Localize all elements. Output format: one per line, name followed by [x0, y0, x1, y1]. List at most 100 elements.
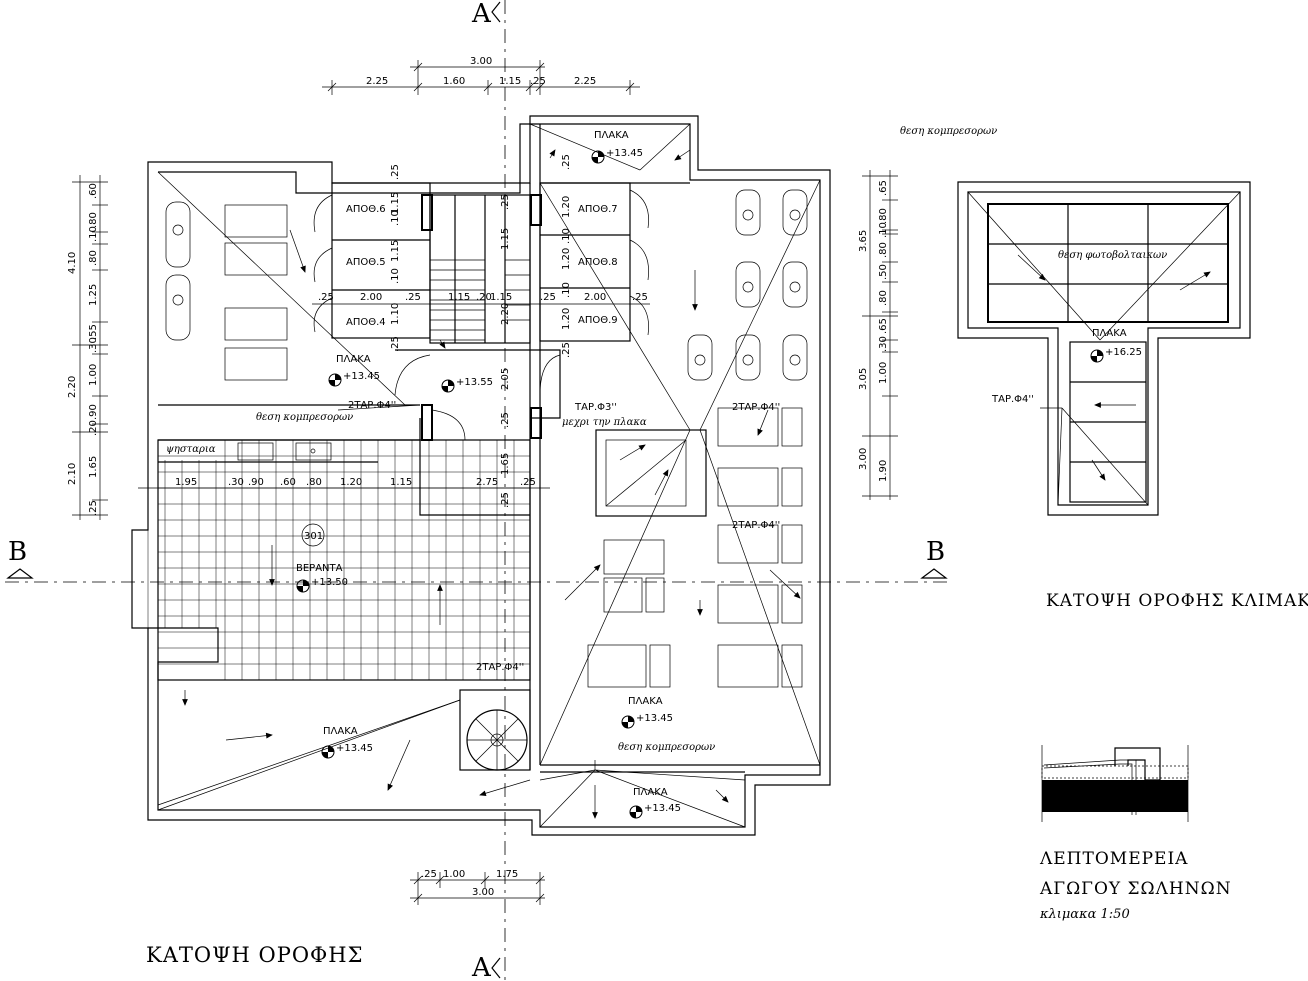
- top-dimensions: 3.00 2.25 1.60 1.15 .25 2.25: [322, 56, 640, 95]
- dim-right-inner-8: .30: [878, 336, 889, 352]
- stair-roof-plan: θεση φωτοβολταικων ΤΑΡ.Φ4'' ΠΛΑΚΑ: [957, 181, 1251, 516]
- dim-right-outer-1: 3.65: [858, 230, 869, 252]
- dim-right-inner-3: .10: [878, 222, 889, 238]
- dim-veranda-5: .80: [306, 477, 322, 488]
- dim-core-v-1: .25: [500, 194, 511, 210]
- dim-storage-right-v-5: .10: [561, 282, 572, 298]
- level-right_slab: +13.45: [636, 713, 673, 724]
- dim-top-3: 1.15: [499, 76, 521, 87]
- slab-label-right_slab: ΠΛΑΚΑ: [628, 696, 663, 707]
- level-stair_roof: +16.25: [1105, 347, 1142, 358]
- dim-bottom-2: 1.00: [443, 869, 465, 880]
- dim-storage-right-v-6: 1.20: [561, 308, 572, 330]
- title-detail-1: ΛΕΠΤΟΜΕΡΕΙΑ: [1039, 849, 1188, 869]
- dim-bottom-1: .25: [421, 869, 437, 880]
- veranda-tile-grid: [147, 439, 531, 681]
- dim-top-2: 1.60: [443, 76, 465, 87]
- dim-storage-9: .25: [632, 292, 648, 303]
- dim-left-outer-1: 4.10: [67, 252, 78, 274]
- dim-veranda-4: .60: [280, 477, 296, 488]
- dim-left-inner-7: .30: [88, 337, 99, 353]
- note-photovoltaics: θεση φωτοβολταικων: [1058, 250, 1167, 261]
- dim-veranda-9: .25: [520, 477, 536, 488]
- note-drain-right-2: 2ΤΑΡ.Φ4'': [732, 520, 780, 531]
- room-storage-6: ΑΠΟΘ.6: [346, 204, 386, 215]
- spiral-stair: [459, 689, 531, 771]
- slab-label-bottom_left_slab: ΠΛΑΚΑ: [323, 726, 358, 737]
- note-compressors-top: θεση κομπρεσορων: [900, 126, 997, 137]
- section-axis-b: B B: [5, 537, 950, 583]
- note-drain-center-detail: μεχρι την πλακα: [562, 417, 647, 428]
- room-storage-7: ΑΠΟΘ.7: [578, 204, 618, 215]
- dim-left-inner-9: .90: [88, 404, 99, 420]
- dim-storage-right-v-3: .10: [561, 228, 572, 244]
- dim-right-inner-1: .65: [878, 180, 889, 196]
- dim-left-inner-2: .80: [88, 212, 99, 228]
- dim-storage-4: 1.15: [448, 292, 470, 303]
- equipment: [165, 189, 808, 688]
- dim-right-inner-6: .80: [878, 290, 889, 306]
- slab-label-bottom_slab: ΠΛΑΚΑ: [633, 787, 668, 798]
- dim-left-inner-6: .55: [88, 324, 99, 340]
- dim-storage-left-v-7: .25: [390, 336, 401, 352]
- room-storage-4: ΑΠΟΘ.4: [346, 317, 386, 328]
- dim-core-v-7: .25: [500, 492, 511, 508]
- dim-veranda-2: .30: [228, 477, 244, 488]
- dim-top-total: 3.00: [470, 56, 492, 67]
- dim-storage-right-v-4: 1.20: [561, 248, 572, 270]
- dim-core-v-6: 1.65: [500, 453, 511, 475]
- dim-storage-left-v-6: 1.10: [390, 303, 401, 325]
- dim-top-1: 2.25: [366, 76, 388, 87]
- dim-left-inner-8: 1.00: [88, 364, 99, 386]
- title-detail-scale: κλιμακα 1:50: [1039, 907, 1130, 922]
- level-stair_landing: +13.55: [456, 377, 493, 388]
- dim-storage-left-v-3: .10: [390, 210, 401, 226]
- dim-right-inner-5: .50: [878, 264, 889, 280]
- dim-right-outer-2: 3.05: [858, 368, 869, 390]
- dim-right-inner-2: .80: [878, 208, 889, 224]
- dim-right-outer-3: 3.00: [858, 448, 869, 470]
- dim-veranda-3: .90: [248, 477, 264, 488]
- level-bottom_slab: +13.45: [644, 803, 681, 814]
- dim-left-inner-3: .10: [88, 226, 99, 242]
- section-mark-a-bottom: A: [471, 953, 492, 981]
- slab-label-top_slab: ΠΛΑΚΑ: [594, 130, 629, 141]
- doors: [313, 189, 649, 441]
- dim-storage-left-v-1: .25: [390, 164, 401, 180]
- dim-bottom-total: 3.00: [472, 887, 494, 898]
- dim-veranda-1: 1.95: [175, 477, 197, 488]
- dim-right-inner-10: 1.90: [878, 460, 889, 482]
- section-axis-a: A A: [471, 0, 506, 981]
- dim-core-v-5: .25: [500, 412, 511, 428]
- section-mark-b-left: B: [8, 537, 27, 567]
- dim-storage-2: 2.00: [360, 292, 382, 303]
- dim-core-v-3: 2.20: [500, 303, 511, 325]
- flow-arrows: [182, 149, 1211, 819]
- note-drain-right-1: 2ΤΑΡ.Φ4'': [732, 402, 780, 413]
- dim-right-inner-4: .80: [878, 242, 889, 258]
- room-veranda-number: 301: [304, 531, 323, 542]
- dim-right-inner-9: 1.00: [878, 362, 889, 384]
- dim-top-4: .25: [530, 76, 546, 87]
- dim-left-inner-4: .80: [88, 250, 99, 266]
- dim-storage-3: .25: [405, 292, 421, 303]
- slab-label-left_slab: ΠΛΑΚΑ: [336, 354, 371, 365]
- dim-bottom-3: 1.75: [496, 869, 518, 880]
- note-compressors-left: θεση κομπρεσορων: [256, 412, 353, 423]
- title-detail-2: ΑΓΩΓΟΥ ΣΩΛΗΝΩΝ: [1039, 879, 1232, 899]
- title-roof-plan: ΚΑΤΟΨΗ ΟΡΟΦΗΣ: [146, 943, 363, 967]
- level-left_slab: +13.45: [343, 371, 380, 382]
- labels: ΑΠΟΘ.6 ΑΠΟΘ.5 ΑΠΟΘ.4 ΑΠΟΘ.7 ΑΠΟΘ.8 ΑΠΟΘ.…: [166, 126, 997, 753]
- level-markers: +13.45ΠΛΑΚΑ+13.45ΠΛΑΚΑ+13.55+13.50+13.45…: [296, 130, 1142, 819]
- section-mark-a-top: A: [471, 0, 492, 29]
- bottom-dimensions: .25 1.00 1.75 3.00: [410, 869, 545, 905]
- dim-storage-left-v-2: 1.15: [390, 192, 401, 214]
- dim-left-inner-12: .25: [88, 500, 99, 516]
- title-stair-roof-plan: ΚΑΤΟΨΗ ΟΡΟΦΗΣ ΚΛΙΜΑΚ.: [1046, 591, 1308, 611]
- room-storage-5: ΑΠΟΘ.5: [346, 257, 386, 268]
- note-drain-stair: ΤΑΡ.Φ4'': [991, 394, 1034, 405]
- dim-storage-6: 1.15: [490, 292, 512, 303]
- level-bottom_left_slab: +13.45: [336, 743, 373, 754]
